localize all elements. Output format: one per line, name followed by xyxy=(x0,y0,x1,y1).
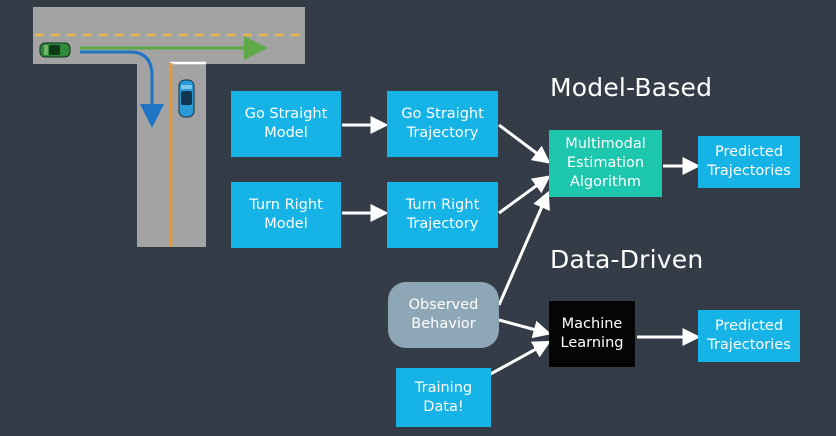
arrow-observed-to-ml xyxy=(498,318,552,339)
car-icon xyxy=(39,42,71,58)
model-based-heading: Model-Based xyxy=(550,73,713,102)
multimodal-estimation-label: Multimodal Estimation Algorithm xyxy=(565,136,646,190)
go-straight-model-box: Go Straight Model xyxy=(231,91,341,157)
arrow-observed-to-multimodal xyxy=(497,190,550,306)
predicted-trajectories-top-label: Predicted Trajectories xyxy=(707,144,791,179)
training-data-label: Training Data! xyxy=(414,379,473,415)
go-straight-trajectory-box: Go Straight Trajectory xyxy=(387,91,498,157)
predicted-trajectories-bottom-label: Predicted Trajectories xyxy=(707,318,791,353)
predicted-trajectories-bottom-box: Predicted Trajectories xyxy=(698,310,800,362)
go-straight-trajectory-label: Go Straight Trajectory xyxy=(401,106,484,141)
machine-learning-box: Machine Learning xyxy=(549,301,635,367)
turn-right-trajectory-label: Turn Right Trajectory xyxy=(405,197,480,232)
arrow-gstraj-to-multimodal xyxy=(498,123,551,164)
turn-right-model-box: Turn Right Model xyxy=(231,182,341,248)
turn-right-trajectory-box: Turn Right Trajectory xyxy=(387,182,498,248)
turn-right-model-label: Turn Right Model xyxy=(249,197,323,232)
go-straight-model-label: Go Straight Model xyxy=(244,106,328,141)
arrow-trtraj-to-multimodal xyxy=(498,175,551,215)
car-icon xyxy=(178,79,195,118)
multimodal-estimation-box: Multimodal Estimation Algorithm xyxy=(549,130,662,197)
predicted-trajectories-top-box: Predicted Trajectories xyxy=(698,136,800,188)
observed-behavior-label: Observed Behavior xyxy=(408,297,479,332)
machine-learning-label: Machine Learning xyxy=(560,316,624,351)
turn-path-arrow xyxy=(80,50,164,128)
observed-behavior-box: Observed Behavior xyxy=(388,282,499,348)
data-driven-heading: Data-Driven xyxy=(550,245,704,274)
training-data-box: Training Data! xyxy=(396,368,491,427)
